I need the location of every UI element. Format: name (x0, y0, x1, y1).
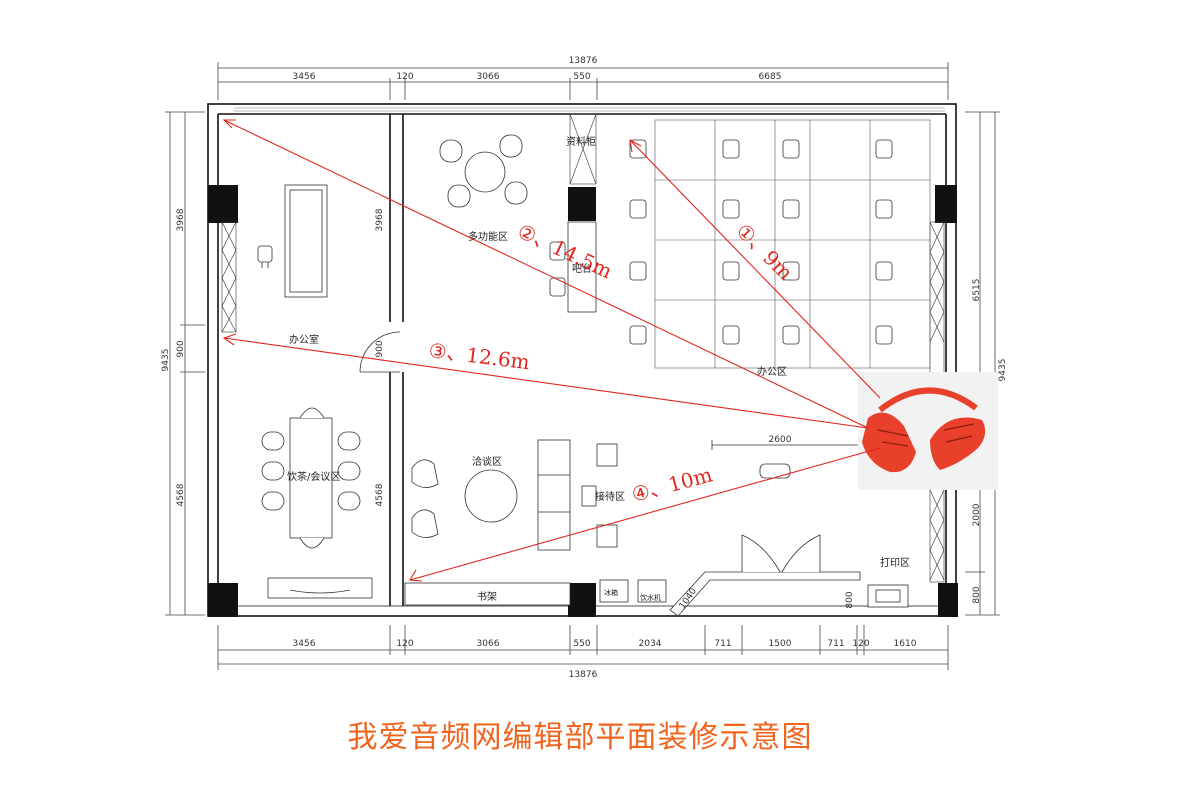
label-print-area: 打印区 (880, 556, 910, 569)
dim-top-2: 120 (396, 72, 413, 82)
label-talk-area: 洽谈区 (472, 455, 502, 468)
dim-left-3: 4568 (176, 483, 186, 506)
right-dimension-lines (965, 111, 1000, 616)
dim-right-1: 6515 (972, 279, 982, 302)
dim-inner-left-1: 3968 (375, 208, 385, 231)
dim-bottom-total: 13876 (569, 670, 598, 680)
label-multifunction: 多功能区 (468, 230, 508, 243)
dim-right-total: 9435 (998, 359, 1008, 382)
window-strip (234, 107, 945, 112)
label-office-room: 办公室 (289, 333, 319, 346)
dim-inner-2600: 2600 (769, 435, 792, 445)
columns (208, 185, 958, 617)
office-desks (654, 119, 931, 369)
dim-bottom-3: 3066 (477, 639, 500, 649)
dim-top-total: 13876 (569, 56, 598, 66)
measure-lines (223, 119, 881, 581)
dim-bottom-5: 2034 (639, 639, 662, 649)
dim-inner-800: 800 (845, 591, 855, 608)
dim-right-2: 2000 (972, 503, 982, 526)
dim-bottom-4: 550 (573, 639, 590, 649)
office-chairs (629, 139, 893, 345)
dim-bottom-1: 3456 (293, 639, 316, 649)
file-cabinet (569, 113, 597, 185)
dim-left-total: 9435 (161, 349, 171, 372)
label-tea-meeting: 饮茶/会议区 (287, 470, 340, 483)
counter (711, 440, 860, 479)
dim-bottom-9: 120 (852, 639, 869, 649)
measure-label-2: ②、14.5m (514, 219, 616, 284)
dim-top-4: 550 (573, 72, 590, 82)
label-bookshelf: 书架 (477, 591, 497, 603)
dim-inner-left-2: 900 (375, 340, 385, 357)
office-desk (257, 184, 328, 298)
talk-area-furniture (411, 439, 618, 551)
label-file-cabinet: 资料柜 (566, 135, 596, 148)
meeting-table (261, 407, 373, 599)
left-dimension-lines (165, 111, 205, 616)
measure-label-1: ①、9m (731, 219, 797, 285)
speaker-product (858, 372, 998, 490)
round-table-chairs (439, 134, 528, 208)
page-caption: 我爱音频网编辑部平面装修示意图 (347, 720, 813, 755)
dim-inner-left-3: 4568 (375, 483, 385, 506)
dim-top-1: 3456 (293, 72, 316, 82)
top-dimension-lines (217, 62, 949, 100)
dim-bottom-6: 711 (714, 639, 731, 649)
measure-label-4: ④、10m (629, 462, 715, 507)
dim-bottom-7: 1500 (769, 639, 792, 649)
label-fridge: 冰箱 (604, 588, 618, 597)
dim-left-1: 3968 (176, 208, 186, 231)
dim-top-3: 3066 (477, 72, 500, 82)
bottom-dimension-lines (217, 625, 949, 670)
label-reception: 接待区 (595, 490, 625, 503)
dim-bottom-2: 120 (396, 639, 413, 649)
bar-counter (549, 221, 597, 313)
dim-right-3: 800 (972, 586, 982, 603)
door (359, 331, 401, 373)
dim-left-2: 900 (176, 340, 186, 357)
measure-arrowheads (222, 119, 642, 582)
bottom-furniture (404, 534, 909, 617)
dim-top-5: 6685 (759, 72, 782, 82)
dim-bottom-8: 711 (827, 639, 844, 649)
label-office-area: 办公区 (757, 365, 787, 378)
dim-bottom-10: 1610 (894, 639, 917, 649)
lattice-left (221, 221, 237, 333)
label-water-dispenser: 饮水机 (640, 593, 661, 602)
label-bar: 吧台 (572, 262, 592, 275)
